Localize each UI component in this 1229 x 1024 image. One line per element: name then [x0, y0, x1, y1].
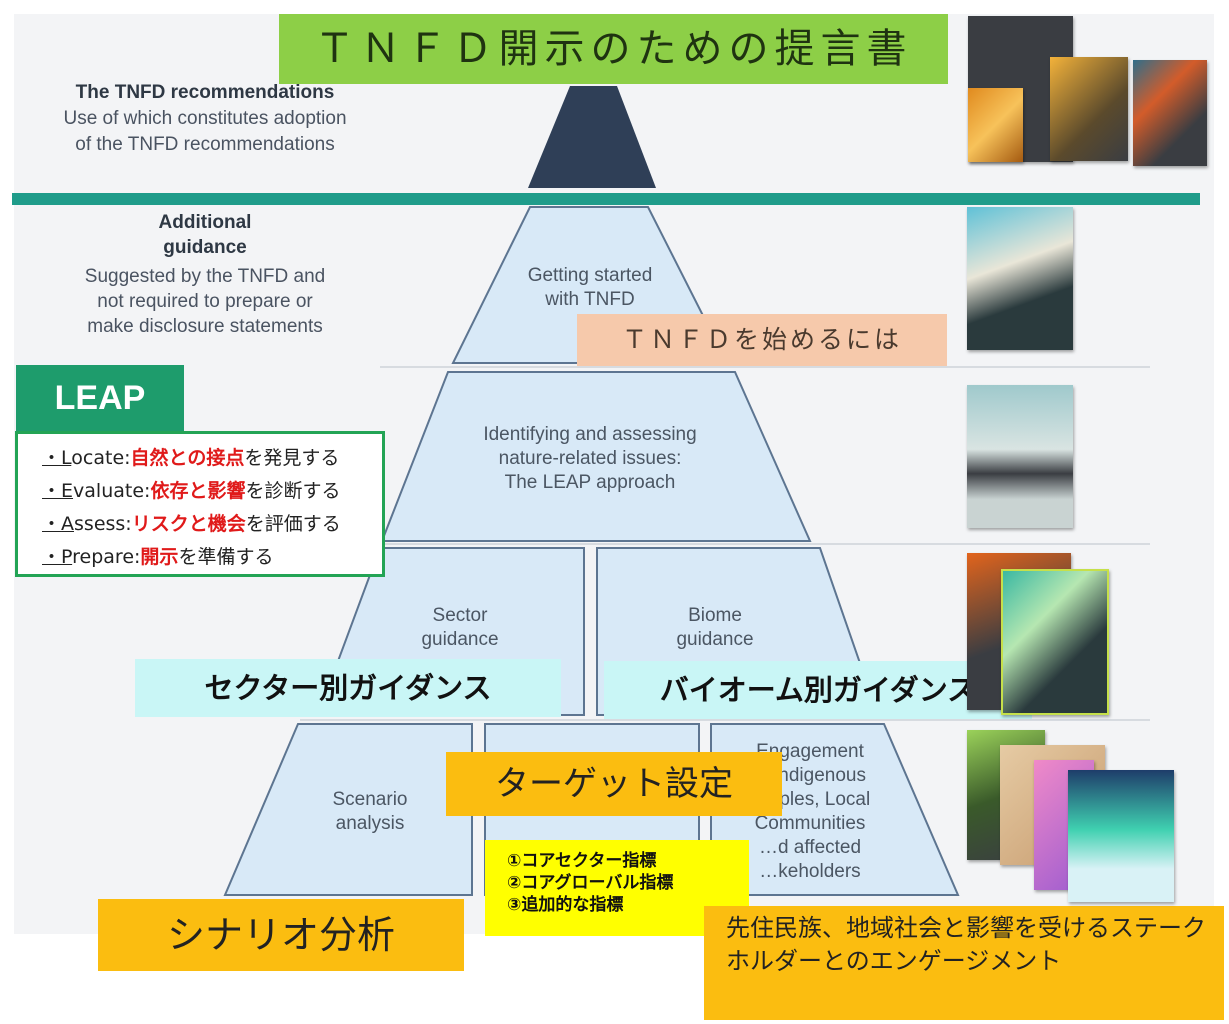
tier-divider [380, 366, 1150, 368]
leap-steps-box: ・Locate:自然との接点を発見する ・Evaluate:依存と影響を診断する… [15, 431, 385, 577]
leap-step-assess: ・Assess:リスクと機会を評価する [42, 513, 341, 535]
additional-heading-line: Additional [158, 212, 252, 233]
tier-divider [330, 543, 1150, 545]
biome-guidance-jp-label: バイオーム別ガイダンス [604, 661, 1032, 719]
metric-item: ③追加的な指標 [507, 895, 624, 915]
additional-guidance-text: Additional guidance Suggested by the TNF… [30, 210, 380, 339]
sector-guidance-label: Sector guidance [421, 605, 499, 650]
tier-divider [300, 719, 1150, 721]
scenario-analysis-label: Scenario analysis [332, 789, 408, 834]
tier-leap-approach [380, 371, 812, 542]
target-setting-jp-label: ターゲット設定 [446, 752, 782, 816]
tier-scenario [223, 723, 473, 896]
leap-approach-label: Identifying and assessing nature-related… [483, 424, 697, 493]
getting-started-report-cover [967, 207, 1073, 350]
sector-guidance-jp-label: セクター別ガイダンス [135, 659, 561, 717]
recommendations-divider [12, 193, 1200, 205]
additional-body-line: make disclosure statements [87, 316, 323, 337]
pyramid-apex [528, 86, 656, 188]
additional-body-line: Suggested by the TNFD and [84, 266, 326, 287]
leap-step-locate: ・Locate:自然との接点を発見する [42, 447, 340, 469]
scenario-analysis-jp-label: シナリオ分析 [98, 899, 464, 971]
recommendations-body-line: Use of which constitutes adoption [63, 108, 347, 129]
getting-started-label: Getting started with TNFD [527, 265, 653, 310]
leap-report-cover [967, 385, 1073, 528]
biome-report-cover [1001, 569, 1109, 715]
report-cover-thumbnail [1133, 60, 1207, 166]
biome-guidance-label: Biome guidance [676, 605, 754, 650]
additional-body-line: not required to prepare or [97, 291, 313, 312]
metric-item: ②コアグローバル指標 [507, 873, 674, 893]
jp-title-banner: ＴＮＦＤ開示のための提言書 [279, 14, 948, 84]
recommendations-body-line: of the TNFD recommendations [75, 134, 335, 155]
report-cover-thumbnail [1050, 57, 1128, 161]
recommendations-heading: The TNFD recommendations [75, 82, 335, 103]
leap-step-prepare: ・Prepare:開示を準備する [42, 546, 274, 568]
getting-started-jp-label: ＴＮＦＤを始めるには [577, 314, 947, 366]
leap-title-tab: LEAP [16, 365, 184, 431]
report-cover-thumbnail [1068, 770, 1174, 902]
engagement-jp-label: 先住民族、地域社会と影響を受けるステークホルダーとのエンゲージメント [704, 906, 1224, 1020]
metric-item: ①コアセクター指標 [507, 851, 657, 871]
recommendations-text: The TNFD recommendations Use of which co… [30, 80, 380, 158]
additional-heading-line: guidance [163, 237, 247, 258]
leap-step-evaluate: ・Evaluate:依存と影響を診断する [42, 480, 341, 502]
